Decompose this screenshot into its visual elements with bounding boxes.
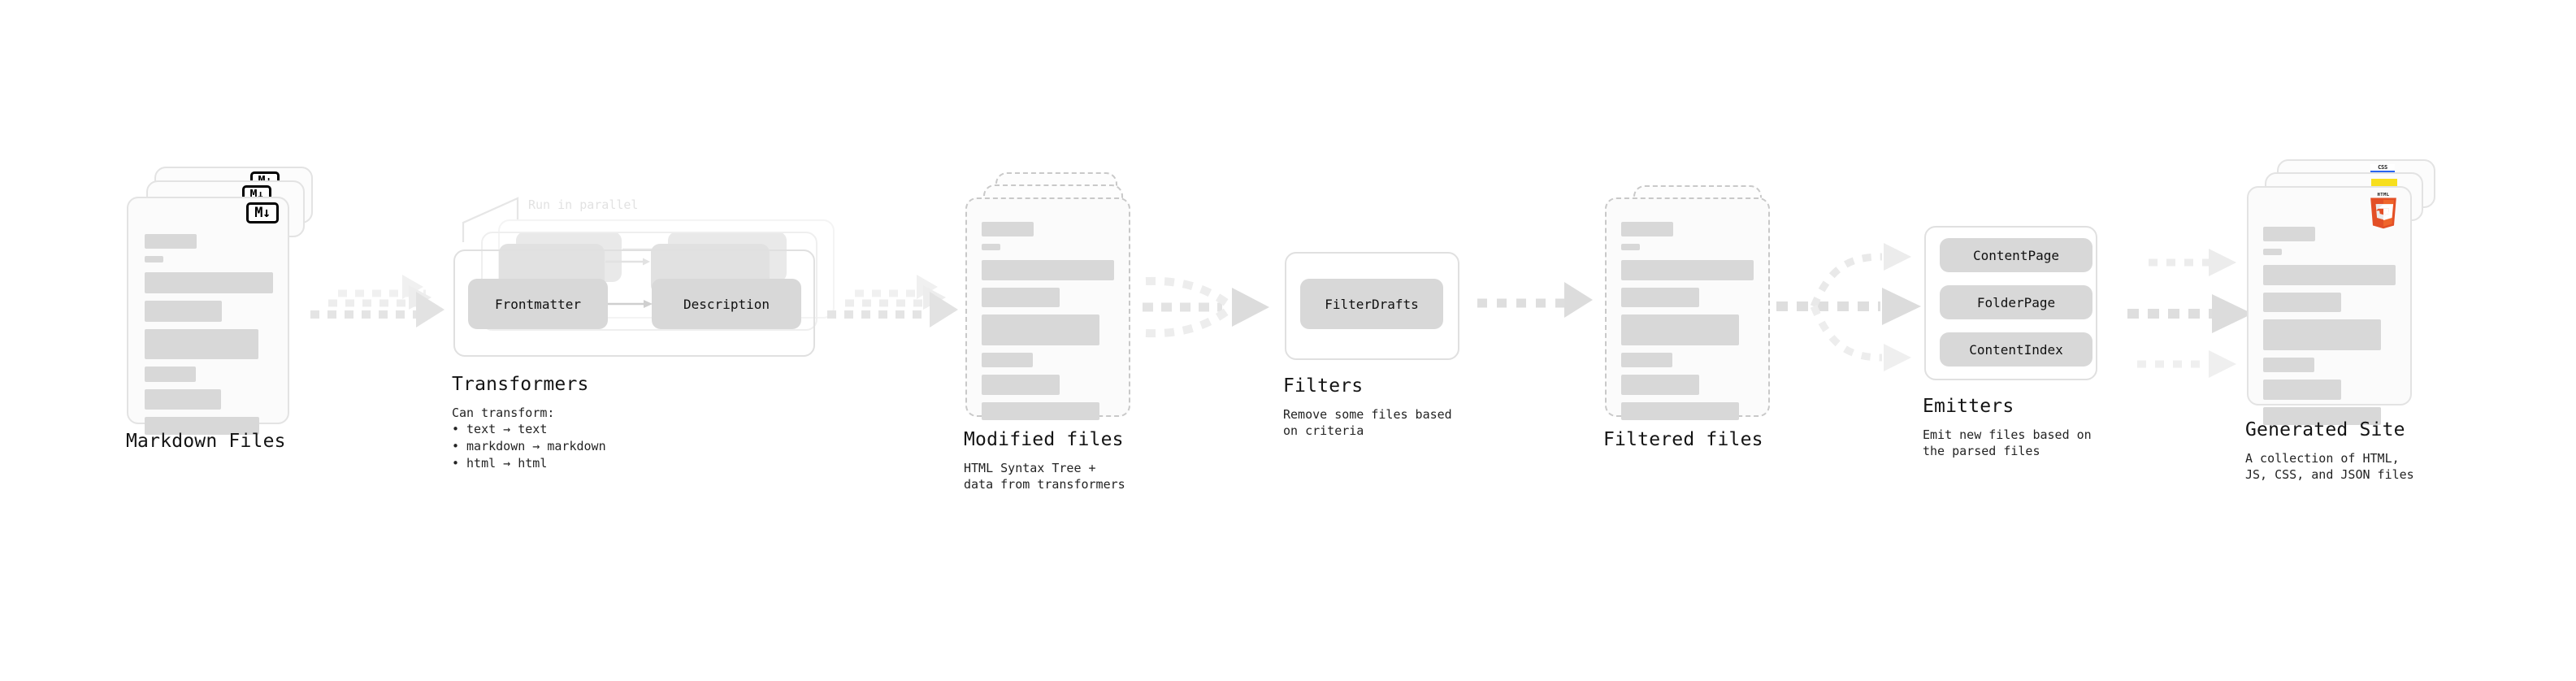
- filtered-files-caption: Filtered files: [1603, 429, 1763, 450]
- run-in-parallel-bracket: [462, 197, 519, 242]
- stage-title: Generated Site: [2245, 419, 2405, 440]
- content-bar: [2263, 319, 2381, 350]
- generated-site-caption: Generated Site A collection of HTML, JS,…: [2245, 419, 2414, 483]
- modified-file-content: [982, 222, 1116, 427]
- emitters-caption: Emitters Emit new files based on the par…: [1923, 396, 2092, 459]
- modified-file-card-front: [965, 197, 1130, 420]
- stage-title: Filters: [1283, 375, 1364, 397]
- arrow-line-mid: [845, 299, 938, 307]
- markdown-files-caption: Markdown Files: [126, 431, 286, 452]
- site-file-content: [2263, 227, 2397, 432]
- markdown-logo: M↓: [246, 202, 279, 223]
- content-bar: [1621, 222, 1673, 236]
- emitter-pill-contentindex[interactable]: ContentIndex: [1940, 332, 2092, 367]
- list-item: text → text: [452, 421, 606, 438]
- markdown-file-content: [145, 234, 275, 442]
- content-bar: [145, 389, 221, 410]
- content-bar: [1621, 314, 1739, 345]
- emitter-pill-label: ContentPage: [1973, 247, 2059, 263]
- stage-title: Modified files: [964, 429, 1124, 450]
- content-bar: [1621, 375, 1699, 395]
- content-bar: [1621, 402, 1739, 420]
- arrow-line-mid: [328, 299, 424, 307]
- arrow-head: [1564, 282, 1593, 318]
- content-bar: [982, 314, 1099, 345]
- stage-title: Transformers: [452, 374, 589, 395]
- filtered-file-content: [1621, 222, 1755, 427]
- transformer-pill-label-2: Description: [683, 296, 770, 312]
- content-bar: [145, 272, 273, 293]
- content-bar: [982, 402, 1099, 420]
- arrow-head-bot: [930, 292, 958, 327]
- content-bar: [2263, 227, 2315, 241]
- transformer-box-front: [453, 249, 815, 357]
- content-bar: [145, 417, 259, 435]
- content-bar: [2263, 358, 2314, 372]
- emitter-pill-contentpage[interactable]: ContentPage: [1940, 238, 2092, 272]
- css-badge-label: CSS: [2378, 164, 2387, 171]
- content-bar: [982, 244, 1000, 250]
- stage-subtitle: A collection of HTML, JS, CSS, and JSON …: [2245, 451, 2414, 482]
- html5-logo: HTML: [2370, 193, 2396, 229]
- content-bar: [982, 222, 1034, 236]
- content-bar: [982, 375, 1060, 395]
- arrow-line-top: [855, 289, 939, 297]
- content-bar: [145, 234, 197, 249]
- content-bar: [2263, 407, 2381, 425]
- transformer-inner-arrow-front: [608, 300, 653, 308]
- stage-subtitle: Remove some files based on criteria: [1283, 407, 1452, 438]
- list-item: markdown → markdown: [452, 438, 606, 455]
- emitter-pill-label-2: FolderPage: [1976, 294, 2056, 310]
- emitter-pill-label-3: ContentIndex: [1969, 341, 2063, 358]
- stage-title: Markdown Files: [126, 431, 286, 452]
- arrow-line-bot: [827, 310, 938, 319]
- transformer-pill-description[interactable]: Description: [652, 279, 801, 329]
- list-item: html → html: [452, 455, 606, 472]
- transformer-pill-label: Frontmatter: [495, 296, 581, 312]
- arrow-line-top: [338, 289, 426, 297]
- markdown-logo-glyph-front: M↓: [254, 204, 271, 221]
- transform-list: text → text markdown → markdown html → h…: [452, 421, 606, 472]
- filters-caption: Filters Remove some files based on crite…: [1283, 375, 1452, 439]
- content-bar: [145, 329, 258, 359]
- markdown-file-card-front: [127, 197, 289, 435]
- emitter-pill-folderpage[interactable]: FolderPage: [1940, 285, 2092, 319]
- stage-subtitle: HTML Syntax Tree + data from transformer…: [964, 461, 1125, 492]
- arrow-emitters-to-site: [2127, 249, 2253, 378]
- arrow-filtered-to-emitters: [1776, 243, 1921, 371]
- arrow-modified-to-filters: [1143, 276, 1269, 338]
- content-bar: [1621, 353, 1672, 367]
- filter-pill-label: FilterDrafts: [1325, 296, 1419, 312]
- stage-title: Emitters: [1923, 396, 2014, 417]
- filtered-file-card-front: [1605, 197, 1770, 420]
- arrow-line-bot: [310, 310, 424, 319]
- content-bar: [145, 367, 196, 382]
- stage-subtitle: Emit new files based on the parsed files: [1923, 427, 2092, 458]
- arrow-head-bot: [416, 292, 445, 327]
- transformer-inner-arrow-back1: [605, 258, 650, 266]
- content-bar: [982, 288, 1060, 307]
- filter-pill-filterdrafts[interactable]: FilterDrafts: [1300, 279, 1443, 329]
- content-bar: [2263, 380, 2341, 400]
- transformers-caption: Transformers Can transform: text → text …: [452, 374, 606, 472]
- content-bar: [2263, 249, 2282, 255]
- content-bar: [1621, 260, 1754, 280]
- transformer-pill-frontmatter[interactable]: Frontmatter: [468, 279, 608, 329]
- content-bar: [982, 353, 1033, 367]
- stage-subtitle: Can transform:: [452, 406, 555, 420]
- content-bar: [145, 256, 163, 262]
- site-card-html: [2247, 186, 2412, 425]
- stage-title: Filtered files: [1603, 429, 1763, 450]
- content-bar: [145, 301, 222, 322]
- content-bar: [2263, 293, 2341, 312]
- modified-files-caption: Modified files HTML Syntax Tree + data f…: [964, 429, 1125, 492]
- arrow-line: [1477, 298, 1568, 308]
- content-bar: [2263, 265, 2396, 285]
- run-in-parallel-label: Run in parallel: [528, 197, 639, 212]
- content-bar: [1621, 244, 1640, 250]
- content-bar: [982, 260, 1114, 280]
- svg-text:HTML: HTML: [2377, 193, 2389, 197]
- content-bar: [1621, 288, 1699, 307]
